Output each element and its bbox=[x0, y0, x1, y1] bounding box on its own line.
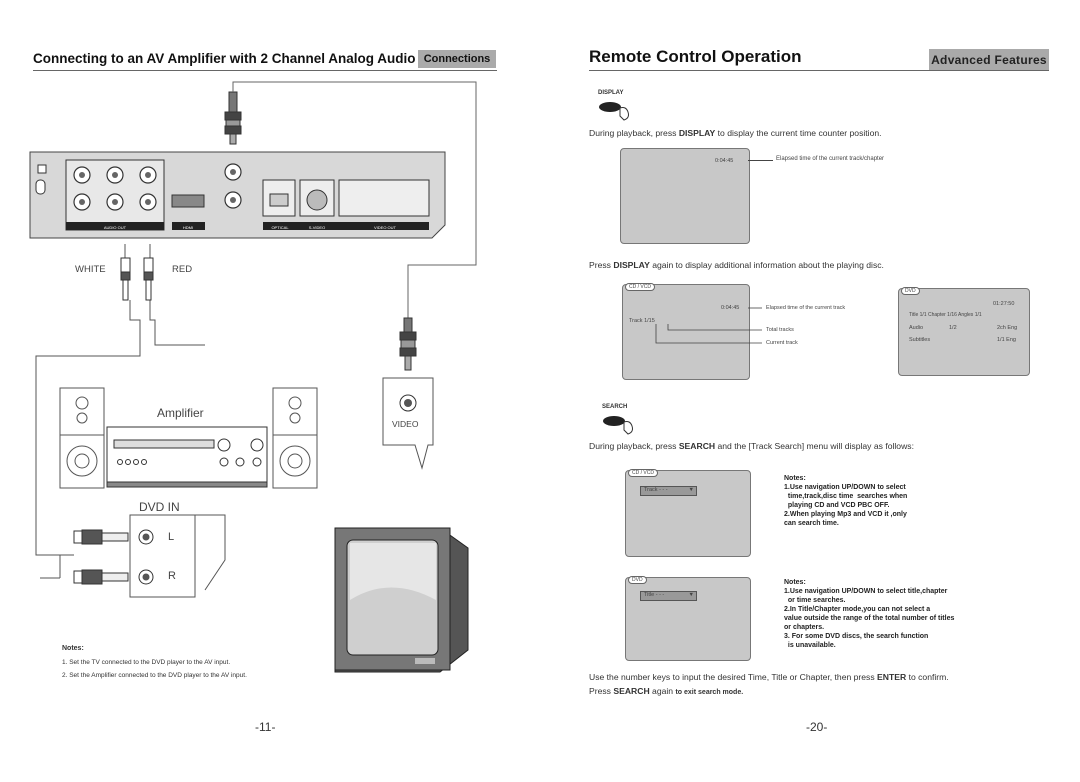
title-rule bbox=[589, 70, 1049, 71]
video-jack-box bbox=[382, 377, 434, 470]
optical-label: OPTICAL bbox=[271, 225, 289, 230]
screen3-audio-value: 1/2 bbox=[949, 325, 957, 331]
display-screen-3: DVD 01:27:50 Title 1/1 Chapter 1/16 Angl… bbox=[898, 287, 1030, 376]
display-screen-2: CD / VCD 0:04:45 Track 1/15 bbox=[622, 283, 750, 380]
chevron-down-icon: ▼ bbox=[688, 592, 694, 598]
search-notes-1: Notes: 1.Use navigation UP/DOWN to selec… bbox=[784, 475, 908, 527]
title-rule bbox=[33, 70, 497, 71]
connections-section-tag: Connections bbox=[418, 50, 496, 68]
page-number-left: -11- bbox=[255, 720, 276, 734]
screen3-subtitles-value: 1/1 Eng bbox=[997, 337, 1016, 343]
amplifier-label: Amplifier bbox=[157, 406, 204, 420]
dvd-in-box bbox=[129, 514, 196, 598]
television bbox=[334, 527, 469, 673]
video-cable-line bbox=[232, 81, 477, 318]
right-page-title: Remote Control Operation bbox=[589, 47, 802, 66]
left-channel-label: L bbox=[168, 531, 175, 543]
screen2-time: 0:04:45 bbox=[721, 305, 740, 311]
display-para2-pre: Press bbox=[589, 260, 611, 270]
red-cable-label: RED bbox=[172, 264, 193, 275]
footer-line2-pre: Press bbox=[589, 686, 611, 696]
notes-heading: Notes: bbox=[62, 645, 84, 652]
search-key: SEARCH bbox=[678, 441, 716, 451]
display-key-2: DISPLAY bbox=[613, 260, 650, 270]
screen3-title-row: Title 1/1 Chapter 1/16 Angles 1/1 bbox=[909, 312, 982, 318]
search-track-field-text: Track - - - bbox=[644, 487, 668, 493]
screen2-elapsed-callout: Elapsed time of the current track bbox=[766, 305, 846, 311]
chevron-down-icon: ▼ bbox=[688, 487, 694, 493]
video-cable-bottom-plug bbox=[399, 317, 417, 371]
search-button-label: SEARCH bbox=[602, 404, 628, 410]
search-title-field[interactable]: Title - - - ▼ bbox=[640, 591, 697, 601]
dvd-in-jacks bbox=[138, 529, 154, 585]
red-rca-plug bbox=[143, 257, 154, 301]
audio-out-label: AUDIO OUT bbox=[104, 225, 127, 230]
amplifier-unit bbox=[106, 426, 268, 488]
s-video-label: S-VIDEO bbox=[309, 225, 325, 230]
left-speaker bbox=[59, 387, 105, 489]
left-page-title: Connecting to an AV Amplifier with 2 Cha… bbox=[33, 51, 453, 66]
right-page: Remote Control Operation Advanced Featur… bbox=[540, 0, 1080, 782]
footer-line2-mid: again bbox=[652, 686, 674, 696]
screen3-time: 01:27:50 bbox=[993, 301, 1015, 307]
search-screen-2: DVD Title - - - ▼ bbox=[625, 576, 751, 661]
connection-diagram: AUDIO OUT HDMI OPTICAL S-VIDEO VIDEO OUT bbox=[29, 81, 477, 673]
dvd-in-plugs bbox=[73, 529, 129, 585]
search-screen2-disc-tag: DVD bbox=[628, 576, 647, 584]
screen2-total-callout: Total tracks bbox=[766, 327, 794, 333]
display-key-1: DISPLAY bbox=[678, 128, 716, 138]
search-button-icon bbox=[603, 416, 633, 435]
video-label: VIDEO bbox=[392, 419, 419, 429]
right-channel-label: R bbox=[168, 570, 176, 582]
screen2-track-label: Track bbox=[629, 318, 643, 324]
white-rca-plug bbox=[120, 257, 131, 301]
dvd-player-rear-panel bbox=[29, 151, 446, 239]
white-cable-label: WHITE bbox=[75, 264, 106, 275]
screen2-callout-lines bbox=[655, 307, 762, 344]
display-button-icon bbox=[599, 102, 629, 121]
search-notes-2: Notes: 1.Use navigation UP/DOWN to selec… bbox=[784, 579, 955, 649]
display-screen-1: 0:04:45 bbox=[620, 148, 750, 244]
screen3-audio-lang: 2ch Eng bbox=[997, 325, 1018, 331]
display-para2-post: again to display additional information … bbox=[652, 260, 884, 270]
screen1-time: 0:04:45 bbox=[715, 158, 734, 164]
audio-cables bbox=[35, 244, 205, 579]
note-2: 2. Set the Amplifier connected to the DV… bbox=[62, 672, 247, 679]
search-title-field-text: Title - - - bbox=[644, 592, 665, 598]
search-key-2: SEARCH bbox=[613, 686, 650, 696]
right-speaker bbox=[272, 387, 318, 489]
search-screen-1: CD / VCD Track - - - ▼ bbox=[625, 469, 751, 557]
search-para-pre: During playback, press bbox=[589, 441, 677, 451]
footer-line1-pre: Use the number keys to input the desired… bbox=[589, 672, 875, 682]
footer-line1-post: to confirm. bbox=[908, 672, 949, 682]
screen2-track-value: 1/15 bbox=[644, 318, 655, 324]
screen3-subtitles-label: Subtitles bbox=[909, 337, 931, 343]
video-out-label: VIDEO OUT bbox=[374, 225, 397, 230]
display-para1-post: to display the current time counter posi… bbox=[717, 128, 882, 138]
search-screen1-disc-tags: CD / VCD bbox=[628, 469, 658, 477]
screen1-callout: Elapsed time of the current track/chapte… bbox=[776, 156, 885, 162]
search-para-post: and the [Track Search] menu will display… bbox=[717, 441, 914, 451]
screen3-audio-label: Audio bbox=[909, 325, 924, 331]
screen2-disc-tags: CD / VCD bbox=[625, 283, 655, 291]
note-1: 1. Set the TV connected to the DVD playe… bbox=[62, 659, 231, 666]
screen3-disc-tag: DVD bbox=[901, 287, 920, 295]
left-page: Connecting to an AV Amplifier with 2 Cha… bbox=[29, 50, 497, 734]
enter-key: ENTER bbox=[877, 672, 907, 682]
footer-line2-post: to exit search mode. bbox=[675, 689, 744, 696]
video-cable-top-plug bbox=[224, 91, 242, 145]
hdmi-label: HDMI bbox=[183, 225, 193, 230]
display-para1-pre: During playback, press bbox=[589, 128, 677, 138]
screen2-current-callout: Current track bbox=[766, 340, 798, 346]
page-number-right: -20- bbox=[806, 720, 828, 734]
advanced-features-tag: Advanced Features bbox=[929, 49, 1049, 70]
search-track-field[interactable]: Track - - - ▼ bbox=[640, 486, 697, 496]
dvd-in-label: DVD IN bbox=[139, 500, 180, 514]
display-button-label: DISPLAY bbox=[598, 90, 624, 96]
